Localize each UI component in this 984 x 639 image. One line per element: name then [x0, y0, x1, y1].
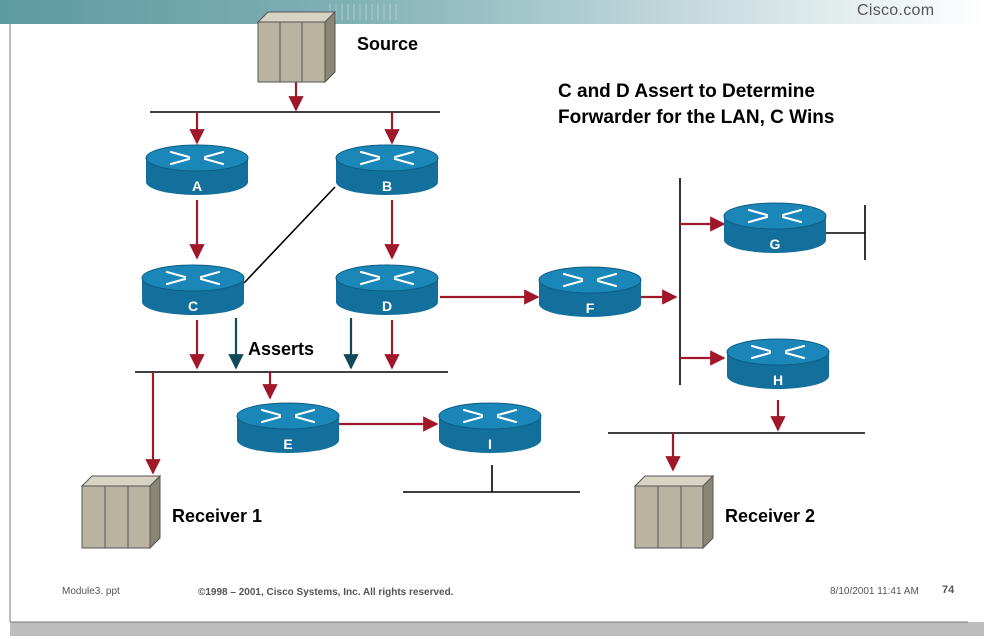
receiver1-server-icon [80, 474, 162, 550]
footer-file: Module3. ppt [62, 586, 120, 597]
receiver2-label: Receiver 2 [725, 506, 816, 526]
assert-arrows [228, 318, 359, 370]
slide-bottom-shadow [10, 622, 984, 636]
router-label: I [488, 436, 492, 452]
header-texture [329, 4, 397, 20]
router-arrows-icon [750, 344, 806, 360]
router-d: D [335, 264, 439, 315]
router-i: I [438, 402, 542, 453]
router-arrows-icon [165, 270, 221, 286]
router-f: F [538, 266, 642, 317]
router-a: A [145, 144, 249, 195]
router-arrows-icon [260, 408, 316, 424]
b-c-link [243, 186, 336, 284]
router-label: E [283, 436, 292, 452]
router-arrows-icon [747, 208, 803, 224]
receiver1-label: Receiver 1 [172, 506, 263, 526]
asserts-label: Asserts [248, 339, 315, 359]
source-server-icon [256, 10, 337, 84]
router-e: E [236, 402, 340, 453]
flow-arrows [145, 82, 786, 475]
router-h: H [726, 338, 830, 389]
router-g: G [723, 202, 827, 253]
router-arrows-icon [169, 150, 225, 166]
router-arrows-icon [359, 150, 415, 166]
router-label: B [382, 178, 392, 194]
router-label: H [773, 372, 783, 388]
title-line2: Forwarder for the LAN, C Wins [558, 107, 835, 128]
router-label: C [188, 298, 198, 314]
footer-date: 8/10/2001 11:41 AM [830, 586, 919, 597]
cisco-brand[interactable]: Cisco.com [857, 2, 935, 19]
footer-copyright: ©1998 – 2001, Cisco Systems, Inc. All ri… [198, 587, 454, 598]
router-c: C [141, 264, 245, 315]
router-label: F [586, 300, 595, 316]
router-arrows-icon [359, 270, 415, 286]
footer-page-number: 74 [942, 584, 955, 596]
router-label: A [192, 178, 202, 194]
router-label: G [770, 236, 781, 252]
routers: A B C D E F G H I [141, 144, 830, 453]
header-bar [0, 0, 984, 24]
router-b: B [335, 144, 439, 195]
router-arrows-icon [462, 408, 518, 424]
router-label: D [382, 298, 392, 314]
source-label: Source [357, 34, 419, 54]
title-line1: C and D Assert to Determine [558, 81, 815, 102]
receiver2-server-icon [633, 474, 715, 550]
router-arrows-icon [562, 272, 618, 288]
